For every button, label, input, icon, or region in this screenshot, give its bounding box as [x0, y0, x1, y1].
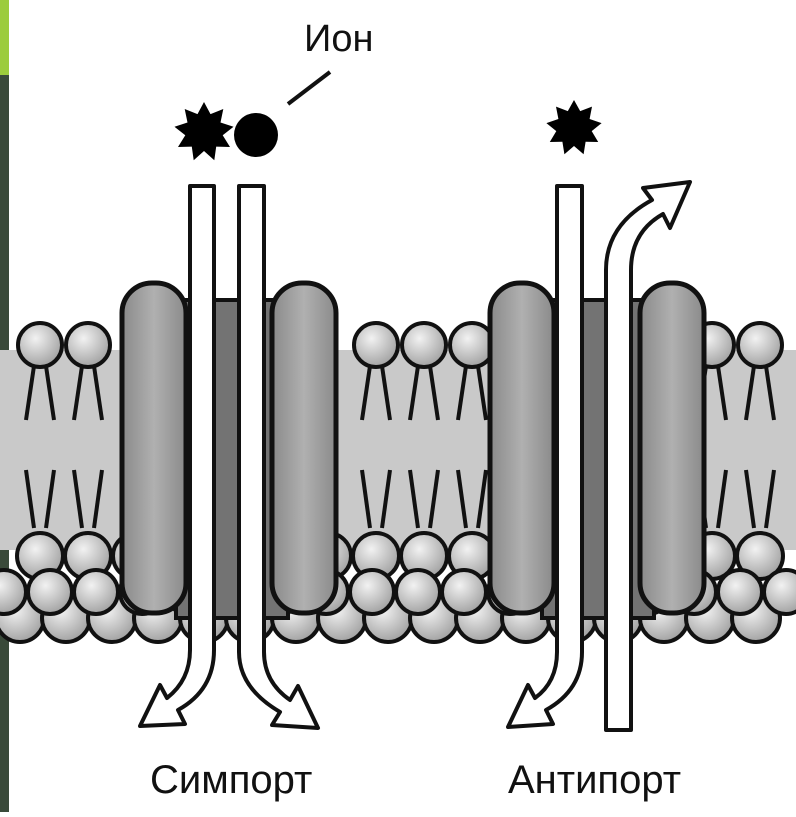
ion-pointer-line — [288, 72, 330, 104]
ion-label: Ион — [304, 18, 373, 61]
symport-label: Симпорт — [150, 758, 312, 803]
lipid-head — [450, 323, 494, 367]
lipid-head — [0, 570, 26, 614]
antiport-protein-left — [490, 283, 554, 613]
lipid-head — [764, 570, 796, 614]
lipid-head — [354, 323, 398, 367]
lipid-head — [442, 570, 486, 614]
antiport-protein-right — [640, 283, 704, 613]
star-particle-shape — [546, 100, 601, 154]
lipid-head — [28, 570, 72, 614]
star-particle-shape — [175, 102, 234, 160]
star-particle-icon — [175, 102, 234, 160]
lipid-head — [74, 570, 118, 614]
symport-protein-right — [272, 283, 336, 613]
left-frame-accent — [0, 0, 9, 75]
antiport-label: Антипорт — [508, 758, 681, 803]
symport-protein-left — [122, 283, 186, 613]
lipid-head — [18, 323, 62, 367]
lipid-head — [738, 323, 782, 367]
star-particle-icon — [546, 100, 601, 154]
lipid-head — [66, 323, 110, 367]
lipid-head — [396, 570, 440, 614]
lipid-head — [350, 570, 394, 614]
round-ion-icon — [234, 113, 278, 157]
lipid-head — [402, 323, 446, 367]
lipid-head — [718, 570, 762, 614]
